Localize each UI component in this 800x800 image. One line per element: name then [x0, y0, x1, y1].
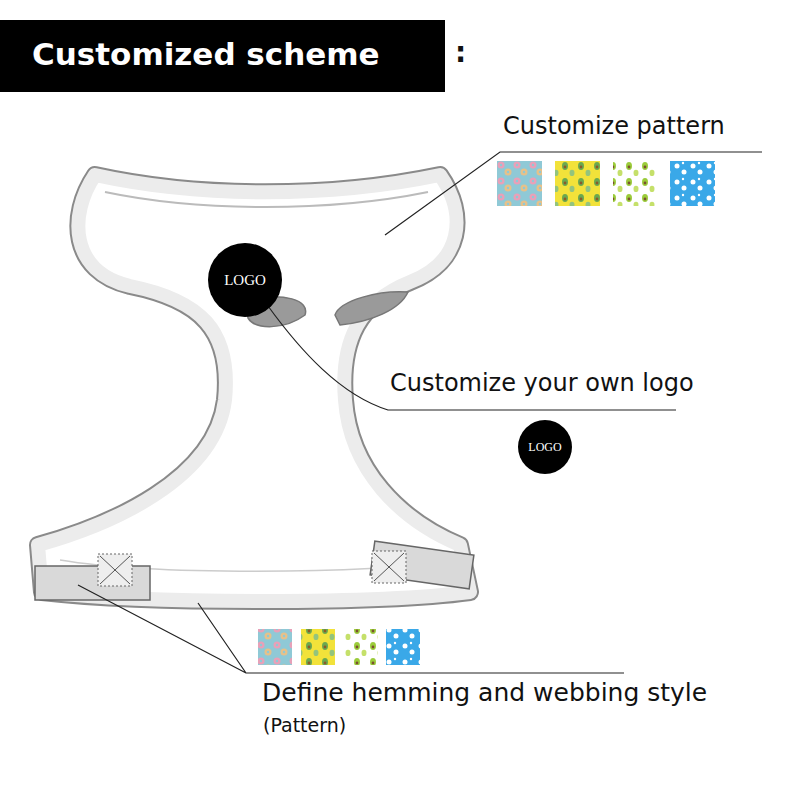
logo-text: LOGO — [528, 440, 561, 455]
banner-title: Customized scheme — [32, 36, 380, 72]
callout-note: (Pattern) — [263, 714, 346, 736]
logo-circle: LOGO — [208, 243, 282, 317]
callout-label: Customize your own logo — [390, 369, 694, 397]
logo-circle: LOGO — [518, 420, 572, 474]
callout-label: Customize pattern — [503, 112, 725, 140]
logo-text: LOGO — [224, 272, 266, 289]
colon-mark: : — [455, 36, 466, 69]
callout-label: Define hemming and webbing style — [262, 678, 707, 707]
